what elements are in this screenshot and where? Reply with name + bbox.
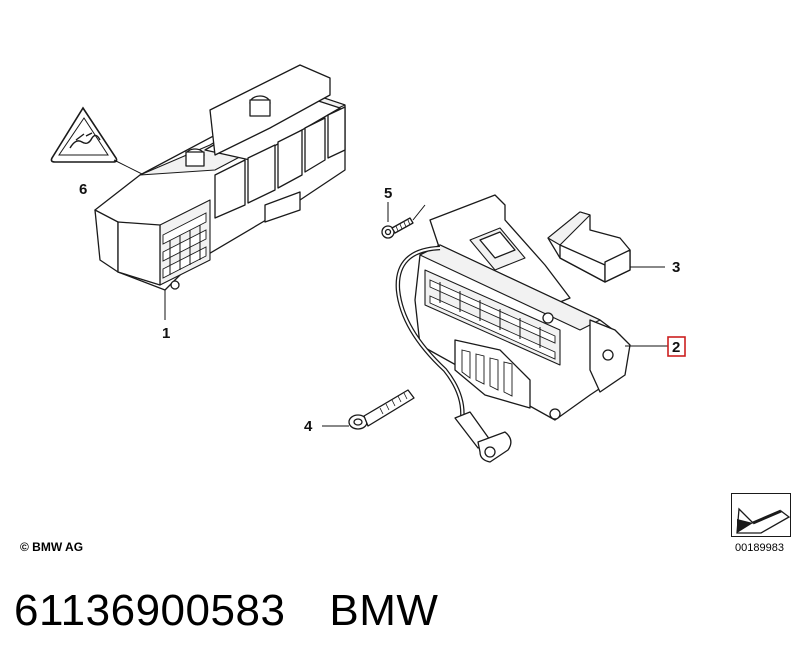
callout-5: 5 (384, 185, 392, 202)
fuse-box-left (94, 64, 346, 291)
brand-name: BMW (329, 586, 439, 635)
callout-1: 1 (162, 325, 170, 342)
footer-caption: 61136900583 BMW (14, 586, 438, 636)
callout-2-highlight: 2 (667, 336, 686, 357)
fuse-box-right (395, 194, 631, 463)
callout-4: 4 (304, 418, 313, 435)
bolt-part-4 (348, 389, 415, 430)
cover-cap-part-3 (547, 211, 631, 283)
part-number: 61136900583 (14, 586, 286, 635)
warning-triangle-icon (50, 106, 118, 163)
callout-2: 2 (672, 339, 680, 356)
parts-diagram: 6 1 5 3 4 2 (50, 64, 686, 463)
callout-6: 6 (79, 181, 87, 198)
arrow-reference-icon (731, 493, 791, 537)
callout-3: 3 (672, 259, 680, 276)
copyright-text: © BMW AG (20, 540, 84, 554)
reference-number: 00189983 (735, 542, 784, 554)
screw-part-5 (381, 217, 414, 239)
